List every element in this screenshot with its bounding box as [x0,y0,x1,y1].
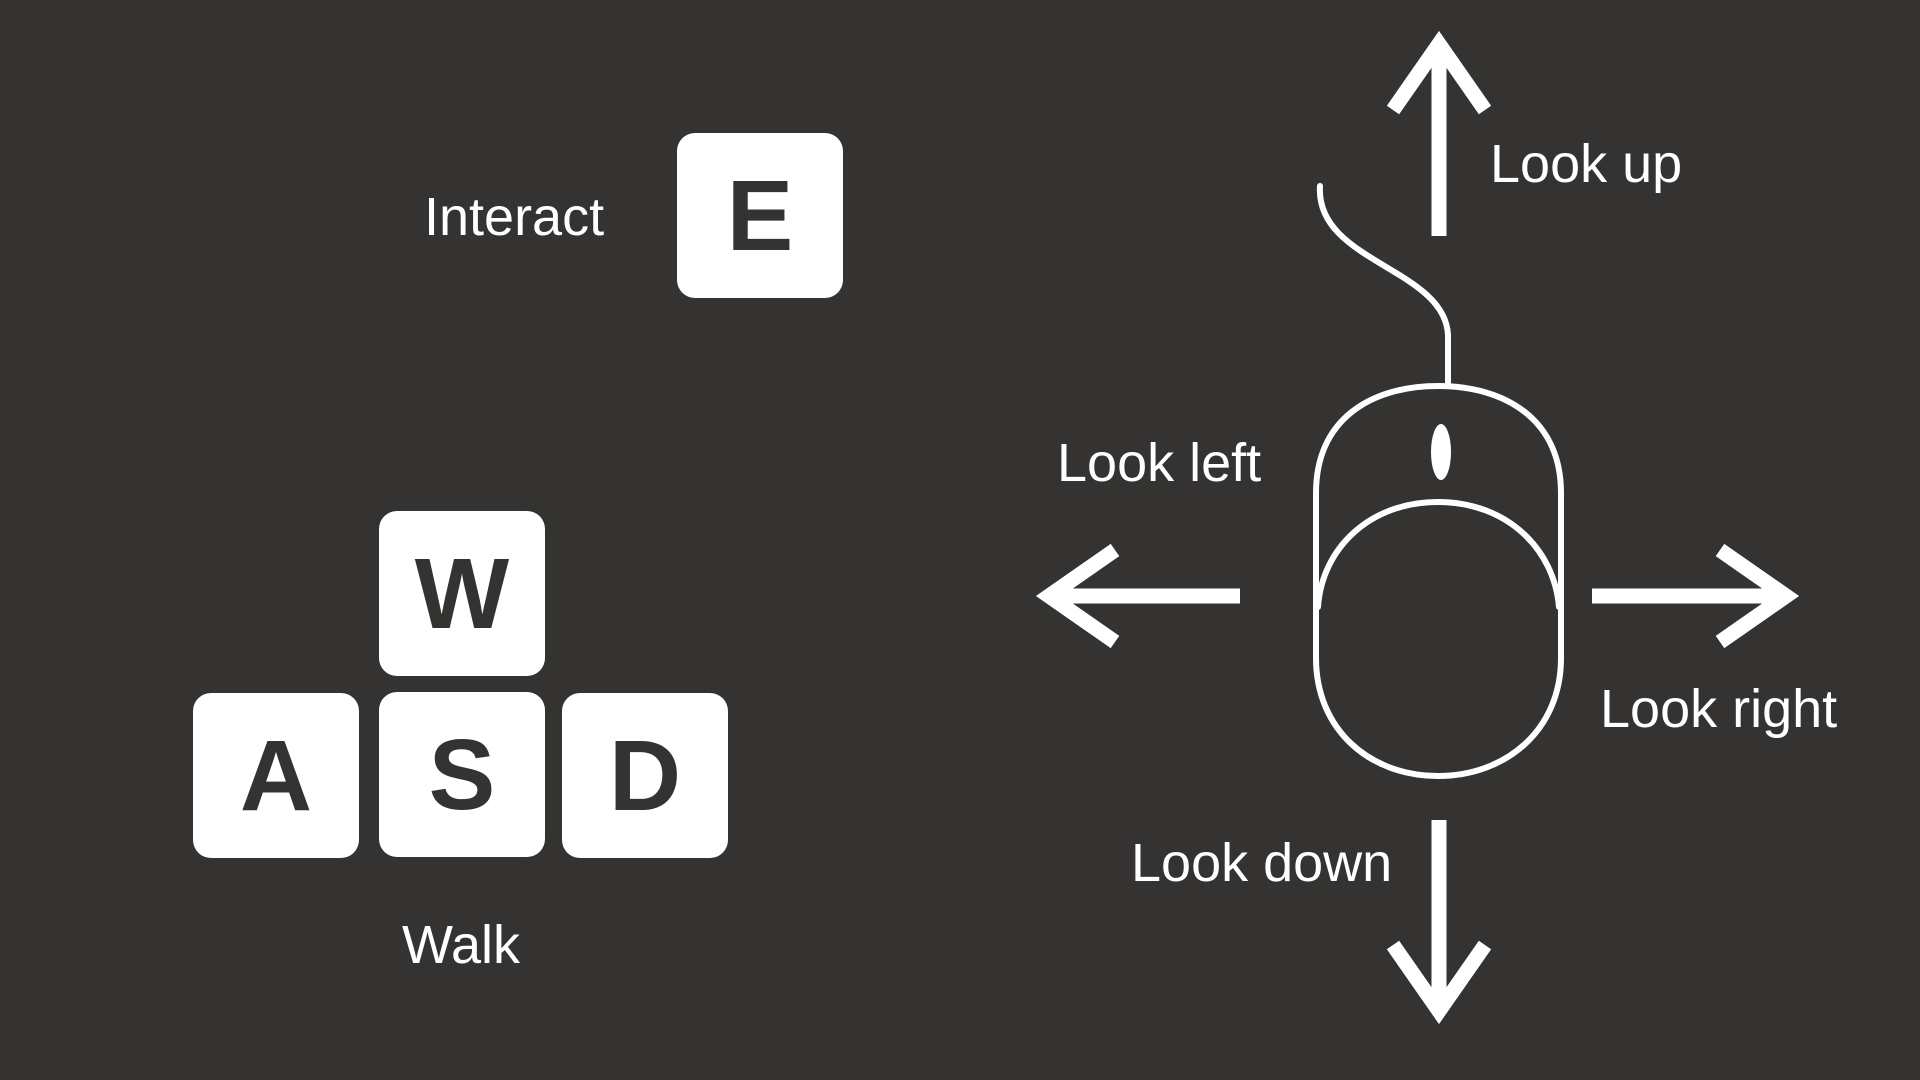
interact-label: Interact [424,187,605,247]
look-left-label: Look left [1057,433,1262,493]
mouse-scroll-wheel [1431,424,1451,480]
key-e-letter: E [726,159,794,272]
look-right-label: Look right [1600,679,1838,739]
arrow-up-icon [1386,30,1492,236]
key-d-letter: D [608,719,682,832]
arrow-left-icon [1035,543,1240,649]
walk-label: Walk [402,915,520,975]
key-w-letter: W [414,537,510,650]
mouse-body [1313,383,1564,779]
mouse-button-divider [1315,499,1562,610]
key-a: A [193,693,359,858]
look-up-label: Look up [1490,134,1683,194]
mouse-icon [1313,183,1564,779]
key-s-letter: S [428,718,496,831]
key-w: W [379,511,545,676]
key-e: E [677,133,843,298]
key-a-letter: A [239,719,313,832]
key-s: S [379,692,545,857]
arrow-down-icon [1386,820,1492,1025]
mouse-cable [1316,183,1451,389]
arrow-right-icon [1592,543,1800,649]
look-down-label: Look down [1131,833,1393,893]
key-d: D [562,693,728,858]
